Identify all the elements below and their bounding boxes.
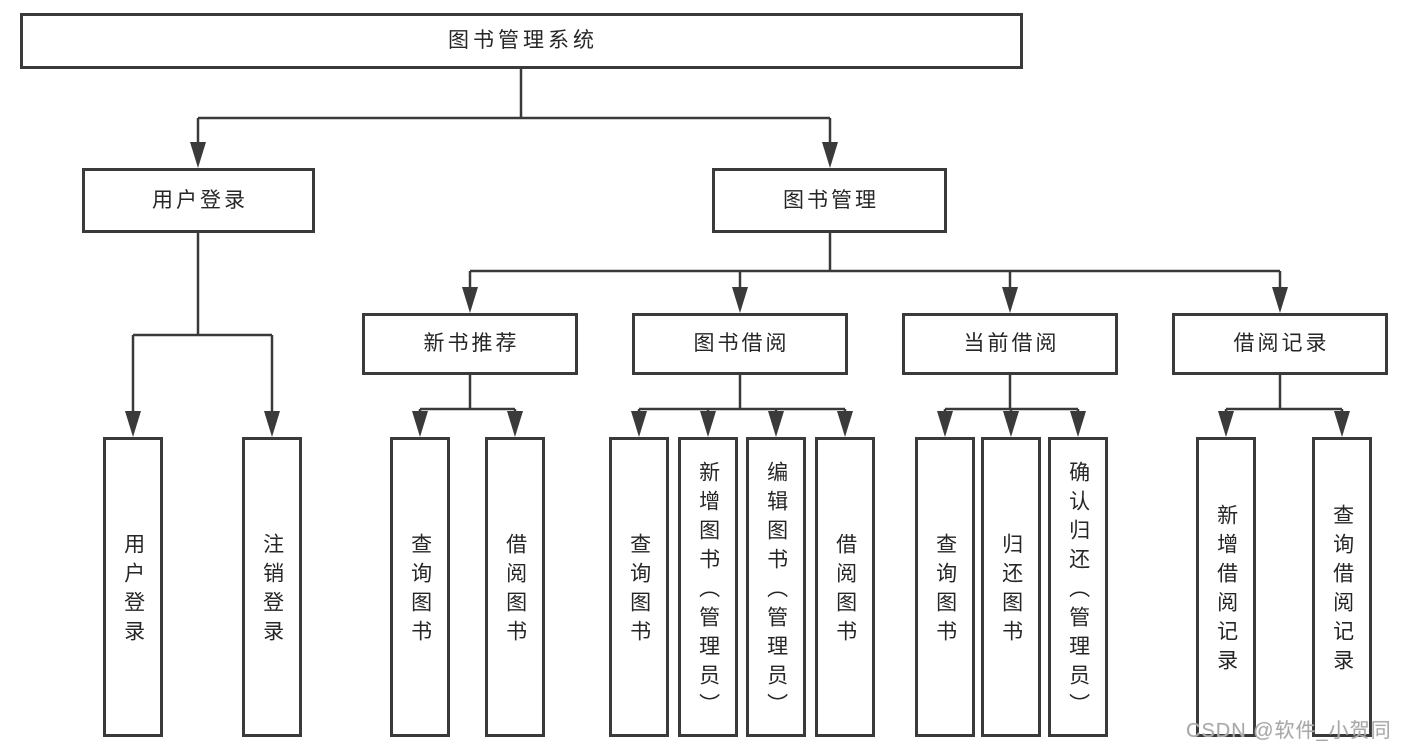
node-borrow-record: 借阅记录: [1172, 313, 1388, 375]
connector-book-mgmt-to-level3: [462, 233, 1288, 313]
node-leaf-user-login: 用户登录: [103, 437, 163, 737]
arrow-down-icon: [1002, 287, 1018, 313]
node-leaf-query-book-3: 查询图书: [915, 437, 975, 737]
node-leaf-logout: 注销登录: [242, 437, 302, 737]
arrow-down-icon: [190, 142, 206, 168]
connector-user-login-to-children: [125, 233, 280, 437]
arrow-down-icon: [1218, 411, 1234, 437]
arrow-down-icon: [631, 411, 647, 437]
arrow-down-icon: [822, 142, 838, 168]
node-leaf-query-book-1: 查询图书: [390, 437, 450, 737]
arrow-down-icon: [732, 287, 748, 313]
arrow-down-icon: [1272, 287, 1288, 313]
arrow-down-icon: [768, 411, 784, 437]
node-current-borrow: 当前借阅: [902, 313, 1118, 375]
arrow-down-icon: [1334, 411, 1350, 437]
node-book-borrow: 图书借阅: [632, 313, 848, 375]
arrow-down-icon: [412, 411, 428, 437]
node-leaf-borrow-book-1: 借阅图书: [485, 437, 545, 737]
connector-new-book-to-children: [412, 375, 523, 437]
arrow-down-icon: [700, 411, 716, 437]
node-leaf-add-book-admin: 新增图书（管理员）: [678, 437, 738, 737]
node-leaf-query-borrow-record: 查询借阅记录: [1312, 437, 1372, 737]
node-leaf-borrow-book-2: 借阅图书: [815, 437, 875, 737]
node-system-root: 图书管理系统: [20, 13, 1023, 69]
connector-book-borrow-to-children: [631, 375, 853, 437]
arrow-down-icon: [1003, 411, 1019, 437]
node-user-login: 用户登录: [82, 168, 315, 233]
arrow-down-icon: [264, 411, 280, 437]
node-leaf-edit-book-admin: 编辑图书（管理员）: [746, 437, 806, 737]
node-leaf-query-book-2: 查询图书: [609, 437, 669, 737]
arrow-down-icon: [837, 411, 853, 437]
csdn-watermark: CSDN @软件_小贺同学: [1186, 720, 1392, 742]
connector-current-borrow-to-children: [937, 375, 1086, 437]
arrow-down-icon: [462, 287, 478, 313]
arrow-down-icon: [1070, 411, 1086, 437]
node-leaf-add-borrow-record: 新增借阅记录: [1196, 437, 1256, 737]
node-book-management: 图书管理: [712, 168, 947, 233]
node-new-book-recommend: 新书推荐: [362, 313, 578, 375]
arrow-down-icon: [937, 411, 953, 437]
node-leaf-confirm-return-admin: 确认归还（管理员）: [1048, 437, 1108, 737]
arrow-down-icon: [507, 411, 523, 437]
connector-root-to-level2: [190, 69, 838, 168]
arrow-down-icon: [125, 411, 141, 437]
connector-borrow-record-to-children: [1218, 375, 1350, 437]
node-leaf-return-book: 归还图书: [981, 437, 1041, 737]
